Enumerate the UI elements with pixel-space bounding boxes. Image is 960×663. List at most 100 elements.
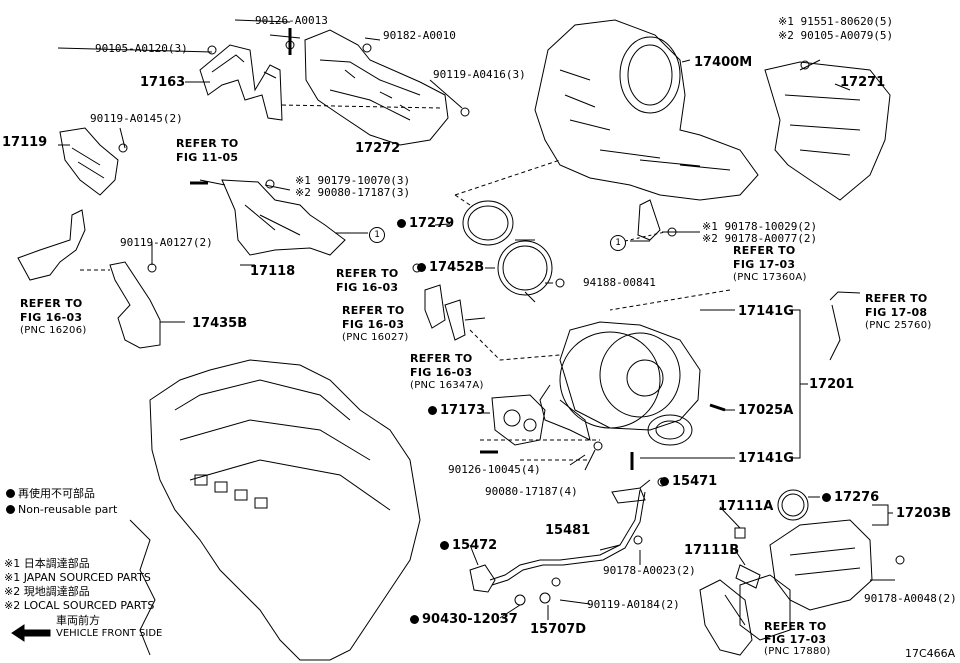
bracket-16027-drawing	[424, 284, 486, 341]
label-90126-10045[interactable]: 90126-10045(4)	[448, 463, 541, 476]
refer-fig-17-03-top[interactable]: REFER TO FIG 17-03 (PNC 17360A)	[733, 245, 807, 283]
label-90178-A0048[interactable]: 90178-A0048(2)	[864, 592, 957, 605]
gasket-17173-drawing	[491, 394, 546, 446]
refer-pnc: (PNC 16206)	[20, 325, 87, 336]
front-arrow	[11, 624, 51, 642]
legend-nonreuse-jp: 再使用不可部品	[6, 488, 95, 499]
legend-note1-jp: ※1 日本調達部品	[4, 557, 90, 570]
refer-line1: REFER TO	[20, 297, 83, 310]
bracket-17118-drawing	[221, 179, 346, 256]
refer-fig-16-03-a[interactable]: REFER TO FIG 16-03	[336, 268, 399, 293]
label-90182-A0010[interactable]: 90182-A0010	[383, 29, 456, 42]
bracket-17435B-drawing	[109, 261, 161, 349]
refer-pnc: (PNC 16027)	[342, 332, 409, 343]
note-top-right-1: ※1 91551-80620(5)	[778, 15, 894, 28]
refer-fig-16-03-b[interactable]: REFER TO FIG 16-03 (PNC 16027)	[342, 305, 409, 343]
clamp-17452B-drawing	[497, 239, 553, 303]
label-90126-A0013[interactable]: 90126-A0013	[255, 14, 328, 27]
pipe-15481-drawing	[489, 487, 646, 586]
label-17203B[interactable]: 17203B	[896, 506, 952, 521]
diagram-id: 17C466A	[905, 647, 956, 660]
refer-pnc: (PNC 25760)	[865, 320, 932, 331]
label-15471[interactable]: 15471	[660, 475, 717, 488]
refer-pnc: (PNC 17360A)	[733, 272, 807, 283]
refer-line2: FIG 11-05	[176, 151, 239, 164]
label-17452B[interactable]: 17452B	[417, 261, 484, 274]
refer-line1: REFER TO	[865, 292, 928, 305]
refer-line2: FIG 16-03	[336, 281, 399, 294]
refer-line1: REFER TO	[410, 352, 473, 365]
refer-fig-16-03-c[interactable]: REFER TO FIG 16-03 (PNC 16347A)	[410, 353, 484, 391]
refer-line1: REFER TO	[342, 304, 405, 317]
label-90080-17187[interactable]: 90080-17187(4)	[485, 485, 578, 498]
note-mid-1: ※1 90179-10070(3)	[295, 174, 411, 187]
label-90119-A0145[interactable]: 90119-A0145(2)	[90, 112, 183, 125]
label-17400M[interactable]: 17400M	[694, 55, 753, 70]
label-17173[interactable]: 17173	[428, 404, 485, 417]
legend-front-jp: 車両前方	[56, 614, 100, 627]
label-17272[interactable]: 17272	[355, 141, 401, 156]
gasket-17279-drawing	[462, 200, 514, 246]
label-90178-A0023[interactable]: 90178-A0023(2)	[603, 564, 696, 577]
note-mid-2: ※2 90080-17187(3)	[295, 186, 411, 199]
refer-fig-17-03-bottom[interactable]: REFER TO FIG 17-03 (PNC 17880)	[764, 621, 831, 657]
refer-line2: FIG 17-03	[733, 258, 796, 271]
label-17025A[interactable]: 17025A	[738, 403, 794, 418]
note-right-2: ※2 90178-A0077(2)	[702, 232, 818, 245]
label-90119-A0127[interactable]: 90119-A0127(2)	[120, 236, 213, 249]
label-15472[interactable]: 15472	[440, 539, 497, 552]
refer-line1: REFER TO	[764, 620, 827, 633]
refer-line2: FIG 17-03	[764, 633, 827, 646]
circle-ref-2: 1	[610, 235, 626, 251]
label-94188-00841[interactable]: 94188-00841	[583, 276, 656, 289]
turbocharger-17201-drawing	[539, 321, 701, 446]
legend-note1-en: ※1 JAPAN SOURCED PARTS	[4, 571, 151, 584]
label-90430-12037[interactable]: 90430-12037	[410, 613, 518, 626]
label-17118[interactable]: 17118	[250, 264, 296, 279]
bracket-17163-drawing	[199, 44, 283, 121]
refer-line1: REFER TO	[336, 267, 399, 280]
label-17435B[interactable]: 17435B	[192, 316, 248, 331]
label-17163[interactable]: 17163	[140, 75, 186, 90]
refer-fig-16-03-left[interactable]: REFER TO FIG 16-03 (PNC 16206)	[20, 298, 87, 336]
insulator-17271-drawing	[764, 61, 891, 201]
label-17111B[interactable]: 17111B	[684, 543, 740, 558]
refer-line2: FIG 17-08	[865, 306, 928, 319]
insulator-17272-drawing	[304, 29, 449, 146]
label-17279[interactable]: 17279	[397, 217, 454, 230]
engine-block-drawing	[129, 359, 421, 661]
label-17271[interactable]: 17271	[840, 75, 886, 90]
label-17276[interactable]: 17276	[822, 491, 879, 504]
label-15707D[interactable]: 15707D	[530, 622, 587, 637]
label-17141G-upper[interactable]: 17141G	[738, 304, 794, 319]
label-15481[interactable]: 15481	[545, 523, 591, 538]
legend-nonreuse-en: Non-reusable part	[6, 504, 117, 515]
refer-line2: FIG 16-03	[20, 311, 83, 324]
manifold-17400M-drawing	[534, 19, 759, 241]
refer-line2: FIG 16-03	[410, 366, 473, 379]
legend-note2-jp: ※2 現地調達部品	[4, 585, 90, 598]
note-top-right-2: ※2 90105-A0079(5)	[778, 29, 894, 42]
refer-fig-17-08[interactable]: REFER TO FIG 17-08 (PNC 25760)	[865, 293, 932, 331]
label-90119-A0184[interactable]: 90119-A0184(2)	[587, 598, 680, 611]
legend-note2-en: ※2 LOCAL SOURCED PARTS	[4, 599, 155, 612]
pipe-16206-drawing	[17, 209, 110, 281]
box-17203B-drawing	[739, 489, 873, 641]
refer-line1: REFER TO	[176, 137, 239, 150]
label-90119-A0416[interactable]: 90119-A0416(3)	[433, 68, 526, 81]
label-17111A[interactable]: 17111A	[718, 499, 774, 514]
refer-pnc: (PNC 17880)	[764, 646, 831, 657]
legend-front-en: VEHICLE FRONT SIDE	[56, 628, 163, 639]
refer-fig-11-05[interactable]: REFER TO FIG 11-05	[176, 138, 239, 163]
label-17141G-lower[interactable]: 17141G	[738, 451, 794, 466]
refer-line2: FIG 16-03	[342, 318, 405, 331]
label-17119[interactable]: 17119	[2, 135, 48, 150]
bracket-17119-drawing	[59, 127, 119, 196]
label-90105-A0120[interactable]: 90105-A0120(3)	[95, 42, 188, 55]
label-17201[interactable]: 17201	[809, 377, 855, 392]
circle-ref-1: 1	[369, 227, 385, 243]
note-right-1: ※1 90178-10029(2)	[702, 220, 818, 233]
refer-line1: REFER TO	[733, 244, 796, 257]
